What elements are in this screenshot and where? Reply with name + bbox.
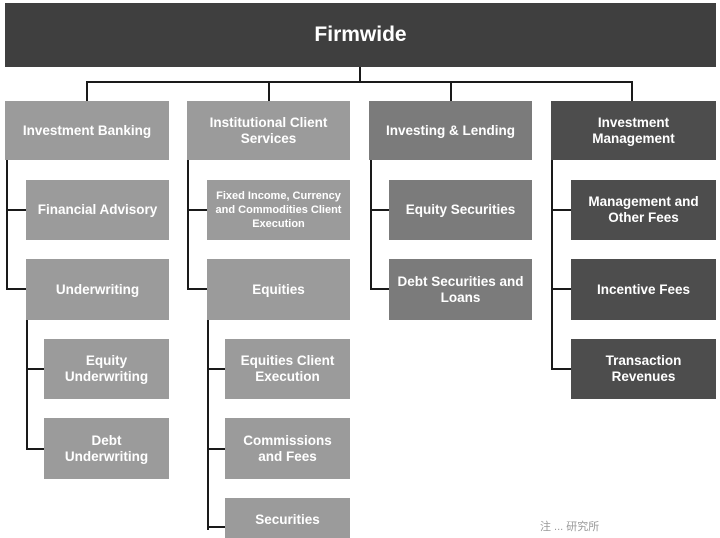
connector-col1-vertical <box>86 81 88 101</box>
node-transaction-revenues: Transaction Revenues <box>571 339 716 399</box>
connector-col1-branch2 <box>6 288 26 290</box>
connector-col2-sub-spine <box>207 320 209 530</box>
connector-col1-spine <box>6 160 8 290</box>
node-debt-securities-and-loans: Debt Securities and Loans <box>389 259 532 320</box>
connector-col3-spine <box>370 160 372 290</box>
connector-col2-spine <box>187 160 189 290</box>
node-debt-underwriting: Debt Underwriting <box>44 418 169 479</box>
connector-col1-sub-branch2 <box>26 448 44 450</box>
node-underwriting: Underwriting <box>26 259 169 320</box>
node-equity-underwriting: Equity Underwriting <box>44 339 169 399</box>
header-investing-lending: Investing & Lending <box>369 101 532 160</box>
connector-col1-sub-spine <box>26 320 28 450</box>
header-investment-banking: Investment Banking <box>5 101 169 160</box>
connector-col4-spine <box>551 160 553 370</box>
connector-col4-vertical <box>631 81 633 101</box>
connector-top-horizontal <box>86 81 633 83</box>
connector-col3-vertical <box>450 81 452 101</box>
node-equities-client-execution: Equities Client Execution <box>225 339 350 399</box>
connector-root-vertical <box>359 67 361 82</box>
header-institutional-client-services: Institutional Client Services <box>187 101 350 160</box>
root-node-firmwide: Firmwide <box>5 3 716 67</box>
connector-col4-branch1 <box>551 209 571 211</box>
connector-col2-sub-branch3 <box>207 526 225 528</box>
node-equity-securities: Equity Securities <box>389 180 532 240</box>
connector-col3-branch1 <box>370 209 390 211</box>
connector-col2-branch2 <box>187 288 207 290</box>
node-securities: Securities <box>225 498 350 538</box>
node-management-and-other-fees: Management and Other Fees <box>571 180 716 240</box>
node-incentive-fees: Incentive Fees <box>571 259 716 320</box>
header-investment-management: Investment Management <box>551 101 716 160</box>
connector-col4-branch2 <box>551 288 571 290</box>
connector-col2-sub-branch2 <box>207 448 225 450</box>
node-equities: Equities <box>207 259 350 320</box>
connector-col3-branch2 <box>370 288 390 290</box>
connector-col1-branch1 <box>6 209 26 211</box>
connector-col1-sub-branch1 <box>26 368 44 370</box>
connector-col2-vertical <box>268 81 270 101</box>
node-commissions-and-fees: Commissions and Fees <box>225 418 350 479</box>
connector-col2-sub-branch1 <box>207 368 225 370</box>
node-ficc-client-execution: Fixed Income, Currency and Commodities C… <box>207 180 350 240</box>
node-financial-advisory: Financial Advisory <box>26 180 169 240</box>
watermark: 注 ... 研究所 <box>540 521 600 533</box>
connector-col2-branch1 <box>187 209 207 211</box>
connector-col4-branch3 <box>551 368 571 370</box>
